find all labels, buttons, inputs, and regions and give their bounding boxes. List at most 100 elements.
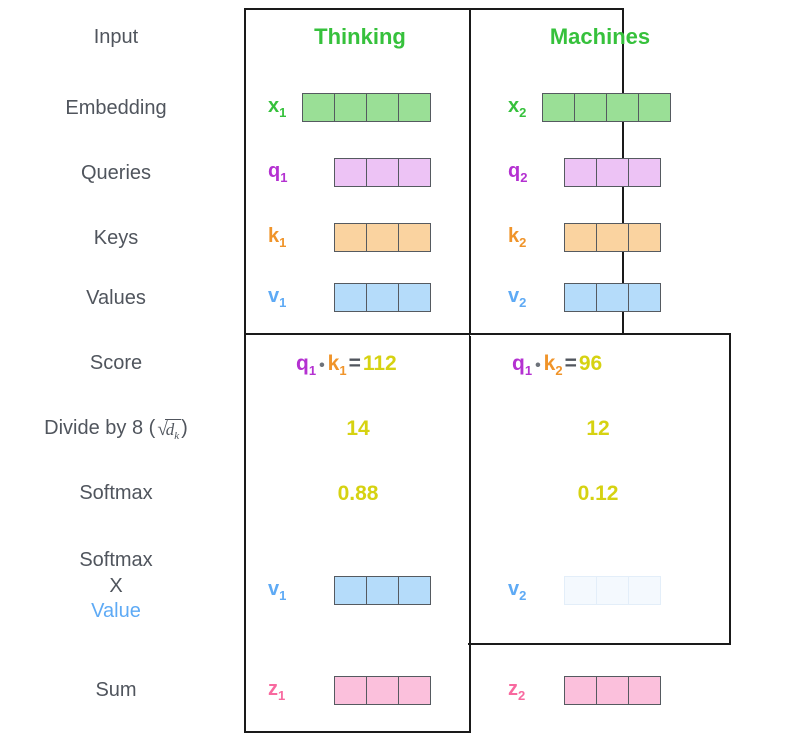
- cell: [398, 93, 431, 122]
- score-q-subscript-col1: 1: [308, 363, 317, 379]
- cell: [334, 93, 367, 122]
- cell: [564, 283, 597, 312]
- vector-tag-z2-subscript: 2: [518, 688, 526, 703]
- vector-tag-softmax-v1-subscript: 1: [279, 588, 287, 603]
- cell: [628, 283, 661, 312]
- vector-tag-z2: z2: [508, 678, 526, 703]
- vector-k1: k1: [268, 223, 431, 252]
- vector-softmax-value-v1: v1: [268, 576, 431, 605]
- softmax-times-value-line-1: Softmax: [79, 549, 153, 571]
- row-label-values: Values: [86, 287, 146, 309]
- vector-tag-x2: x2: [508, 95, 527, 120]
- score-result-col1: 112: [362, 352, 397, 375]
- primary-column-box: [244, 8, 471, 733]
- cell: [334, 283, 367, 312]
- softmax-result-col1: 0.88: [337, 482, 379, 505]
- cell: [366, 576, 399, 605]
- cell: [638, 93, 671, 122]
- outline-mask-right-top: [470, 335, 622, 336]
- score-expression-col1: q1•k1=112: [296, 352, 397, 378]
- cell: [596, 283, 629, 312]
- row-label-input: Input: [93, 26, 139, 48]
- vector-v2: v2: [508, 283, 661, 312]
- vector-tag-v2-subscript: 2: [519, 295, 527, 310]
- row-label-embedding: Embedding: [65, 97, 167, 119]
- score-q-subscript-col2: 1: [524, 363, 533, 379]
- sqrt-dk-expression: √dk: [155, 418, 182, 442]
- cell: [628, 158, 661, 187]
- vector-tag-v2: v2: [508, 285, 527, 310]
- cell: [596, 158, 629, 187]
- cell: [334, 158, 367, 187]
- vector-tag-v1: v1: [268, 285, 287, 310]
- cell: [398, 158, 431, 187]
- vector-tag-q2-subscript: 2: [520, 170, 528, 185]
- vector-q1: q1: [268, 158, 431, 187]
- row-label-queries: Queries: [80, 162, 152, 184]
- vector-tag-q2: q2: [508, 160, 528, 185]
- sqrt-radicand-base: d: [165, 420, 175, 439]
- vector-tag-v1-subscript: 1: [279, 295, 287, 310]
- score-k-subscript-col1: 1: [339, 363, 347, 379]
- vector-tag-k1: k1: [268, 225, 287, 250]
- row-label-keys: Keys: [93, 227, 139, 249]
- cell: [542, 93, 575, 122]
- cell: [628, 576, 661, 605]
- vector-v1: v1: [268, 283, 431, 312]
- vector-cells-x2: [542, 93, 671, 122]
- vector-cells-z2: [564, 676, 661, 705]
- score-q-term-col1: q1: [296, 352, 317, 379]
- vector-cells-q2: [564, 158, 661, 187]
- vector-k2: k2: [508, 223, 661, 252]
- dot-product-icon: •: [319, 357, 325, 374]
- cell: [366, 676, 399, 705]
- vector-cells-v2: [564, 283, 661, 312]
- vector-tag-k2: k2: [508, 225, 527, 250]
- cell: [398, 676, 431, 705]
- cell: [596, 676, 629, 705]
- vector-tag-softmax-v2: v2: [508, 578, 527, 603]
- vector-cells-k1: [334, 223, 431, 252]
- vector-tag-q1-subscript: 1: [280, 170, 288, 185]
- sqrt-radicand-subscript: k: [174, 430, 180, 442]
- cell: [334, 223, 367, 252]
- row-label-softmax-times-value: Softmax X Value: [0, 548, 232, 625]
- cell: [564, 676, 597, 705]
- cell: [366, 223, 399, 252]
- vector-cells-z1: [334, 676, 431, 705]
- row-label-sum: Sum: [95, 679, 137, 701]
- sqrt-symbol: √: [157, 419, 168, 440]
- cell: [596, 576, 629, 605]
- vector-cells-v1: [334, 283, 431, 312]
- softmax-result-col2: 0.12: [577, 482, 619, 505]
- cell: [334, 576, 367, 605]
- vector-tag-x1: x1: [268, 95, 287, 120]
- vector-z1: z1: [268, 676, 431, 705]
- cell: [564, 158, 597, 187]
- vector-cells-softmax-v1: [334, 576, 431, 605]
- column-header-machines: Machines: [549, 24, 651, 49]
- vector-z2: z2: [508, 676, 661, 705]
- divide-prefix-text: Divide by 8 (: [44, 417, 156, 439]
- cell: [398, 576, 431, 605]
- softmax-times-value-line-2: X: [109, 574, 123, 597]
- vector-cells-x1: [302, 93, 431, 122]
- cell: [366, 158, 399, 187]
- dot-product-icon: •: [535, 357, 541, 374]
- column-header-thinking: Thinking: [314, 24, 406, 49]
- vector-tag-q1: q1: [268, 160, 288, 185]
- divide-suffix-text: ): [181, 417, 188, 439]
- vector-x2: x2: [508, 93, 671, 122]
- cell: [398, 223, 431, 252]
- score-k-subscript-col2: 2: [555, 363, 563, 379]
- vector-cells-q1: [334, 158, 431, 187]
- cell: [564, 223, 597, 252]
- cell: [564, 576, 597, 605]
- cell: [606, 93, 639, 122]
- vector-tag-k2-subscript: 2: [519, 235, 527, 250]
- cell: [596, 223, 629, 252]
- vector-tag-k1-subscript: 1: [279, 235, 287, 250]
- row-label-divide-by-8: Divide by 8 (√dk): [0, 416, 232, 442]
- cell: [628, 676, 661, 705]
